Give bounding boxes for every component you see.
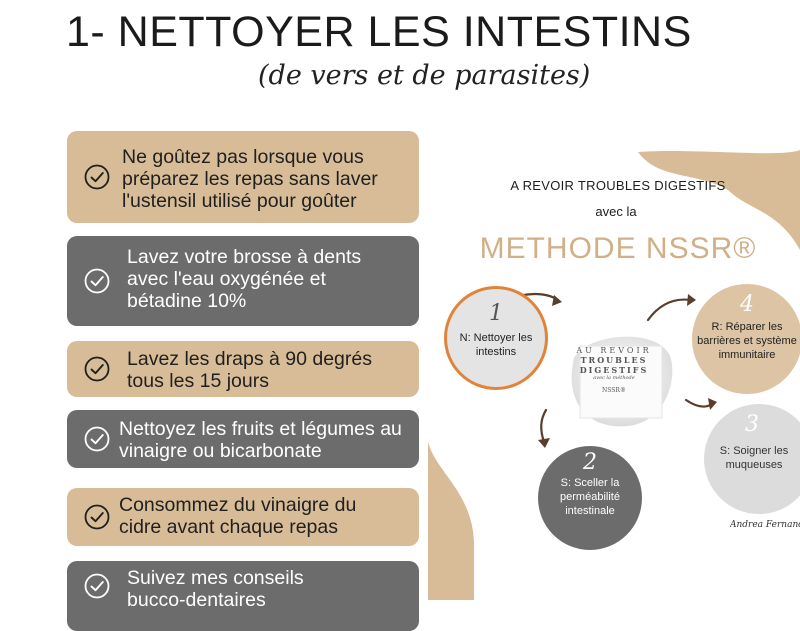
infographic-subheading: avec la — [595, 204, 637, 219]
tip-text: Consommez du vinaigre du cidre avant cha… — [119, 494, 357, 538]
book-line: NSSR® — [602, 387, 626, 394]
step-number: 3 — [745, 412, 759, 437]
arrow-1-4 — [646, 298, 693, 322]
arrow-2-1 — [540, 408, 548, 444]
method-title: METHODE NSSR® — [479, 232, 757, 265]
step-number: 4 — [740, 292, 754, 317]
arrow-head — [708, 398, 717, 410]
step-3-circle: 3 S: Soigner les muqueuses — [704, 404, 800, 514]
page-title: 1- NETTOYER LES INTESTINS — [66, 8, 692, 56]
step-1-circle: 1 N: Nettoyer les intestins — [444, 286, 548, 390]
infographic-heading: A REVOIR TROUBLES DIGESTIFS — [510, 178, 726, 193]
check-circle-icon — [84, 268, 110, 294]
check-circle-icon — [84, 426, 110, 452]
arrow-head — [687, 294, 696, 306]
tip-card: Suivez mes conseils bucco-dentaires — [67, 561, 419, 631]
tip-text: Lavez les draps à 90 degrés tous les 15 … — [127, 348, 372, 392]
step-label: S: Sceller la perméabilité intestinale — [560, 477, 620, 517]
step-2-circle: 2 S: Sceller la perméabilité intestinale — [538, 446, 642, 550]
author-signature: Andrea Fernandez In — [730, 520, 800, 530]
check-circle-icon — [84, 504, 110, 530]
step-label: S: Soigner les muqueuses — [719, 445, 789, 471]
tip-card: Lavez votre brosse à dents avec l'eau ox… — [67, 236, 419, 326]
decorative-wave-shape — [428, 442, 474, 600]
tip-text: Suivez mes conseils bucco-dentaires — [127, 567, 304, 611]
book-line: avec la méthode — [593, 375, 635, 381]
step-4-circle: 4 R: Réparer les barrières et système im… — [692, 284, 800, 394]
tip-text: Ne goûtez pas lorsque vous préparez les … — [122, 146, 378, 212]
book-line: DIGESTIFS — [579, 365, 649, 375]
book-title: AU REVOIR TROUBLES DIGESTIFS avec la mét… — [570, 346, 658, 394]
check-circle-icon — [84, 356, 110, 382]
tip-card: Lavez les draps à 90 degrés tous les 15 … — [67, 341, 419, 397]
page-subtitle: (de vers et de parasites) — [258, 60, 591, 91]
tip-card: Nettoyez les fruits et légumes au vinaig… — [67, 410, 419, 468]
arrow-head — [538, 438, 550, 448]
book-line: AU REVOIR — [576, 346, 652, 355]
book-cover-image — [571, 336, 673, 427]
check-circle-icon — [84, 573, 110, 599]
arrow-head — [552, 295, 562, 306]
step-number: 1 — [489, 301, 503, 326]
check-circle-icon — [84, 164, 110, 190]
step-label: N: Nettoyer les intestins — [459, 332, 533, 358]
tip-card: Ne goûtez pas lorsque vous préparez les … — [67, 131, 419, 223]
tip-text: Lavez votre brosse à dents avec l'eau ox… — [127, 246, 362, 312]
step-label: R: Réparer les barrières et système immu… — [697, 321, 797, 361]
arrow-4-3 — [684, 398, 714, 408]
nssr-infographic: A REVOIR TROUBLES DIGESTIFS avec la METH… — [436, 150, 800, 550]
decorative-blob-shape — [638, 150, 800, 250]
book-line: TROUBLES — [580, 355, 648, 365]
step-number: 2 — [583, 450, 597, 475]
tip-text: Nettoyez les fruits et légumes au vinaig… — [119, 418, 402, 462]
tip-card: Consommez du vinaigre du cidre avant cha… — [67, 488, 419, 546]
